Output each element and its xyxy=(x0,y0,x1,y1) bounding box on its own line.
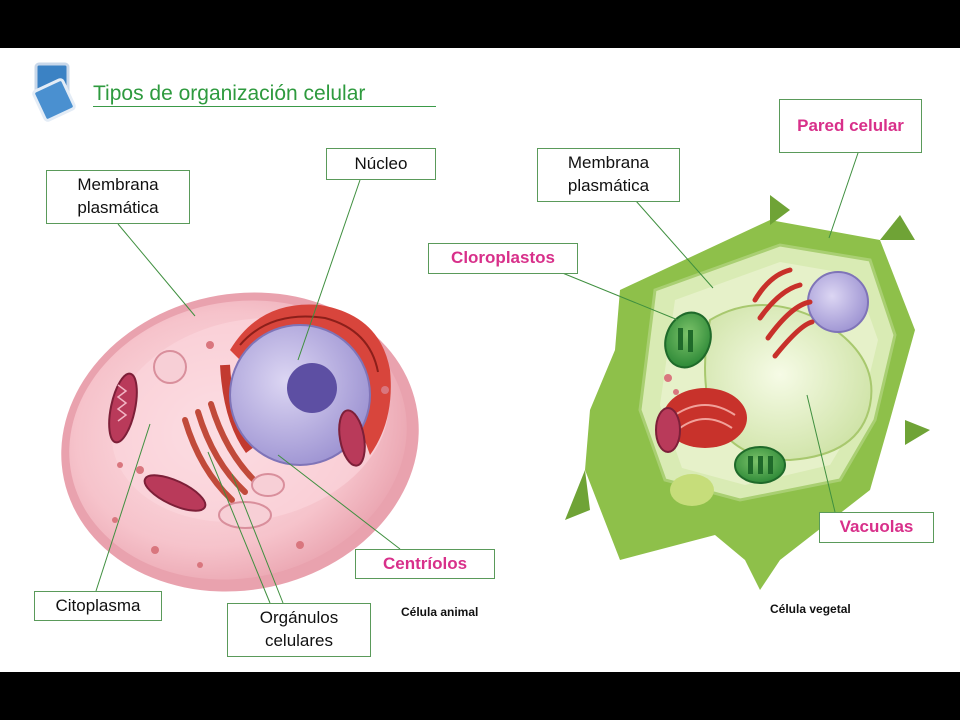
caption-celula-animal: Célula animal xyxy=(401,605,479,619)
stacked-squares-icon xyxy=(32,62,76,122)
label-animal-organulos-celulares: Orgánulos celulares xyxy=(227,603,371,657)
label-animal-centriolos: Centríolos xyxy=(355,549,495,579)
label-animal-nucleo: Núcleo xyxy=(326,148,436,180)
label-animal-citoplasma: Citoplasma xyxy=(34,591,162,621)
label-animal-membrana-plasmatica: Membrana plasmática xyxy=(46,170,190,224)
plant-cell-illustration xyxy=(565,195,930,590)
label-plant-pared-celular: Pared celular xyxy=(779,99,922,153)
page-title: Tipos de organización celular xyxy=(93,82,366,105)
label-plant-membrana-plasmatica: Membrana plasmática xyxy=(537,148,680,202)
label-plant-vacuolas: Vacuolas xyxy=(819,512,934,543)
caption-celula-vegetal: Célula vegetal xyxy=(770,602,851,616)
leader-lines xyxy=(95,152,859,604)
label-plant-cloroplastos: Cloroplastos xyxy=(428,243,578,274)
title-underline xyxy=(93,106,436,107)
animal-cell-illustration xyxy=(61,292,419,592)
